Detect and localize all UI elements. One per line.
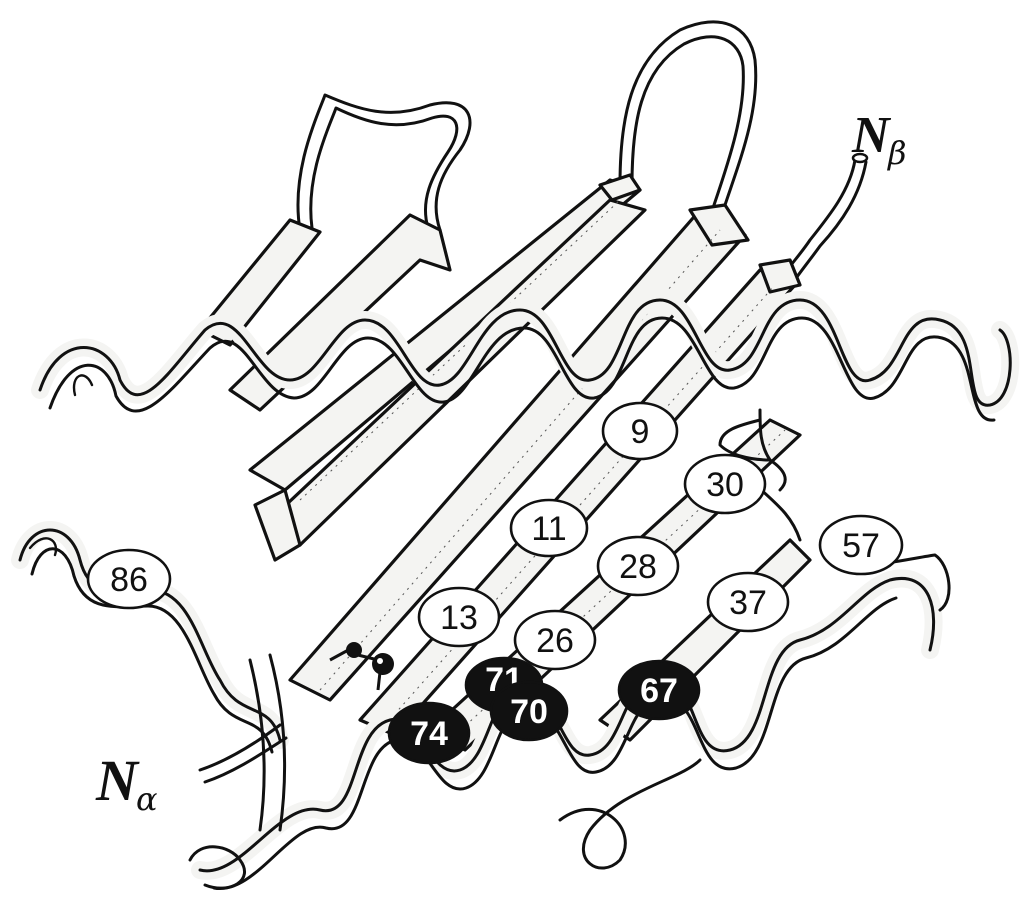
residue-9-label: 9 (631, 413, 650, 451)
residue-11-label: 11 (531, 510, 566, 548)
residue-74: 74 (389, 703, 469, 763)
residue-86-label: 86 (110, 561, 148, 599)
residue-57: 57 (820, 516, 902, 574)
residue-67: 67 (619, 661, 699, 719)
n-alpha-sub: α (136, 780, 158, 818)
residue-13-label: 13 (440, 599, 478, 637)
residue-86: 86 (88, 550, 170, 608)
residue-13: 13 (419, 588, 499, 646)
top-left-hairpin-loop (298, 95, 470, 230)
residue-9: 9 (603, 403, 677, 459)
n-alpha-main: N (95, 748, 140, 813)
residue-26-label: 26 (536, 622, 574, 660)
residue-26: 26 (515, 611, 595, 669)
residue-37-label: 37 (729, 584, 767, 622)
residue-70-label: 70 (510, 693, 548, 731)
residue-74-label: 74 (410, 715, 448, 753)
residue-57-label: 57 (842, 527, 880, 565)
n-beta-main: N (851, 107, 892, 164)
n-alpha-label: N α (95, 748, 158, 818)
n-beta-sub: β (887, 134, 907, 172)
top-right-long-loop (620, 22, 756, 205)
residue-11: 11 (511, 500, 587, 556)
top-alpha-helix (40, 300, 1010, 420)
residue-70: 70 (491, 682, 567, 740)
n-beta-label: N β (851, 107, 907, 172)
residue-37: 37 (708, 573, 788, 631)
residue-30-label: 30 (706, 466, 744, 504)
residue-67-label: 67 (640, 672, 678, 710)
residue-30: 30 (685, 455, 765, 513)
residue-28-label: 28 (619, 548, 657, 586)
residue-28: 28 (598, 537, 678, 595)
